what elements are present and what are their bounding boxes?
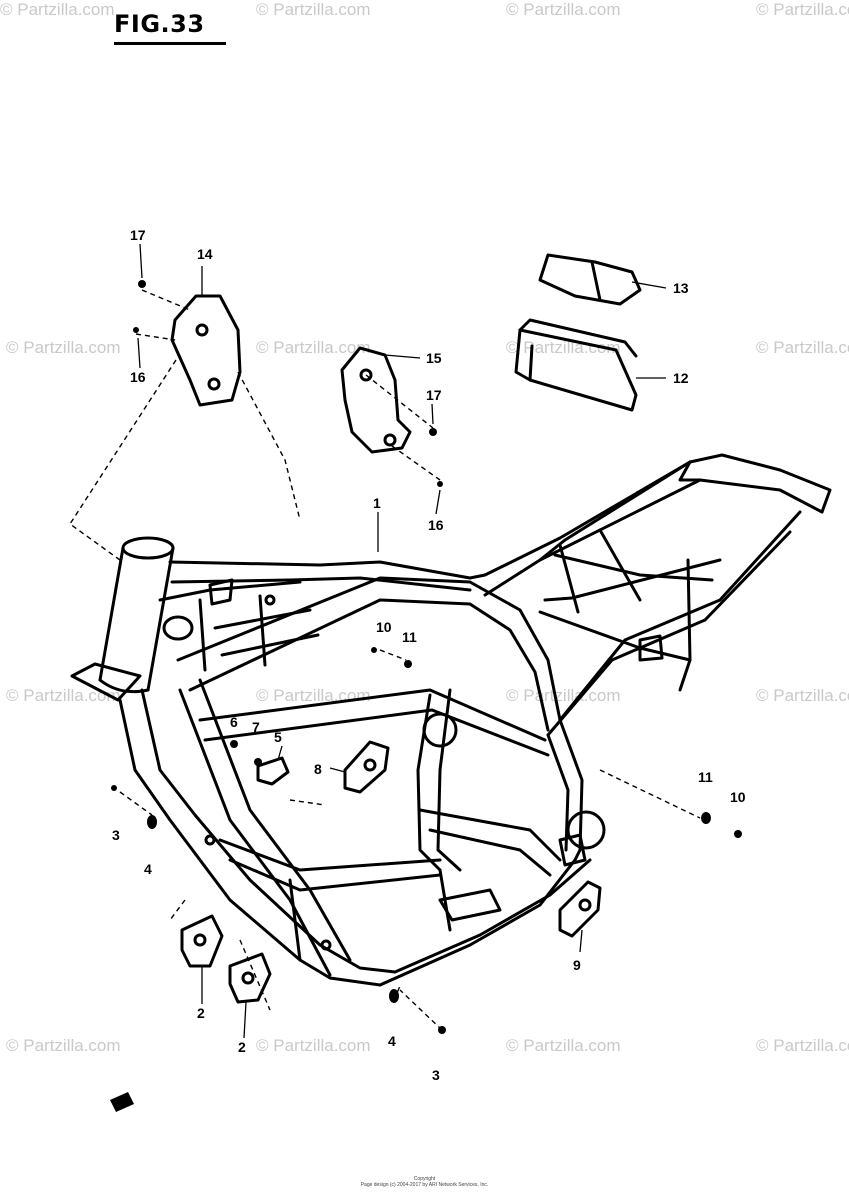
figure-title: FIG.33 bbox=[114, 10, 205, 38]
callout-10-left: 10 bbox=[376, 619, 392, 635]
callouts: 1 2 2 3 3 4 4 5 6 7 8 9 10 10 11 11 12 1… bbox=[112, 227, 746, 1083]
bolt-16-center bbox=[437, 481, 443, 487]
part-9-bracket bbox=[558, 880, 602, 938]
callout-15: 15 bbox=[426, 350, 442, 366]
callout-16-left: 16 bbox=[130, 369, 146, 385]
callout-1: 1 bbox=[373, 495, 381, 511]
main-frame-top-rails bbox=[158, 453, 832, 737]
callout-9: 9 bbox=[573, 957, 581, 973]
watermark: © Partzilla.com bbox=[756, 1036, 849, 1055]
footer-copyright: Copyright Page design (c) 2004-2017 by A… bbox=[0, 1176, 849, 1188]
part-12-box bbox=[514, 318, 638, 412]
watermark: © Partzilla.com bbox=[506, 338, 621, 357]
front-down-tubes-and-cradle bbox=[118, 678, 592, 987]
part-2-plate-upper bbox=[180, 914, 224, 968]
bolt-16-upper-left bbox=[133, 327, 139, 333]
callout-5: 5 bbox=[274, 729, 282, 745]
callout-13: 13 bbox=[673, 280, 689, 296]
footer-line-1: Copyright bbox=[413, 1176, 436, 1182]
watermark: © Partzilla.com bbox=[6, 686, 121, 705]
bolt-3-upper bbox=[111, 785, 117, 791]
callout-7: 7 bbox=[252, 719, 260, 735]
watermark: © Partzilla.com bbox=[506, 1036, 621, 1055]
part-13-cover bbox=[538, 253, 642, 306]
callout-6: 6 bbox=[230, 714, 238, 730]
watermark: © Partzilla.com bbox=[756, 686, 849, 705]
washer-11-right bbox=[701, 812, 711, 824]
part-15-bracket bbox=[340, 346, 412, 454]
part-8-bracket bbox=[343, 740, 390, 794]
washer-7 bbox=[254, 758, 262, 766]
bolt-10-right bbox=[734, 830, 742, 838]
washer-11-left bbox=[404, 660, 412, 668]
leader-lines bbox=[69, 289, 701, 1031]
watermark: © Partzilla.com bbox=[0, 0, 115, 19]
callout-3-upper: 3 bbox=[112, 827, 120, 843]
fasteners bbox=[110, 280, 742, 1112]
watermark: © Partzilla.com bbox=[256, 1036, 371, 1055]
callout-11-left: 11 bbox=[402, 629, 417, 645]
nut-17-center bbox=[429, 428, 437, 436]
watermark: © Partzilla.com bbox=[6, 1036, 121, 1055]
watermark: © Partzilla.com bbox=[756, 0, 849, 19]
callout-10-right: 10 bbox=[730, 789, 746, 805]
watermark: © Partzilla.com bbox=[756, 338, 849, 357]
spacer-4-lower bbox=[389, 989, 399, 1003]
fwd-arrow-icon bbox=[110, 1092, 134, 1112]
spacer-4-upper bbox=[147, 815, 157, 829]
watermark: © Partzilla.com bbox=[6, 338, 121, 357]
callout-12: 12 bbox=[673, 370, 689, 386]
bolt-10-left bbox=[371, 647, 377, 653]
steering-head-tube bbox=[70, 536, 175, 702]
callout-17-left: 17 bbox=[130, 227, 146, 243]
callout-3-lower: 3 bbox=[432, 1067, 440, 1083]
callout-leaders bbox=[137, 243, 667, 1039]
figure-title-underline bbox=[114, 42, 226, 45]
watermark: © Partzilla.com bbox=[506, 686, 621, 705]
callout-2-upper: 2 bbox=[197, 1005, 205, 1021]
callout-4-lower: 4 bbox=[388, 1033, 396, 1049]
watermark: © Partzilla.com bbox=[256, 0, 371, 19]
frame-brackets bbox=[162, 578, 664, 951]
part-5-bracket bbox=[256, 756, 290, 786]
bolt-6 bbox=[230, 740, 238, 748]
callout-2-lower: 2 bbox=[238, 1039, 246, 1055]
watermark: © Partzilla.com bbox=[506, 0, 621, 19]
callout-8: 8 bbox=[314, 761, 322, 777]
nut-17-upper-left bbox=[138, 280, 146, 288]
watermark: © Partzilla.com bbox=[256, 338, 371, 357]
footer-line-2: Page design (c) 2004-2017 by ARI Network… bbox=[360, 1182, 489, 1188]
part-2-plate-lower bbox=[228, 952, 272, 1004]
part-14-cover-plate bbox=[170, 294, 242, 407]
callout-14: 14 bbox=[197, 246, 213, 262]
callout-17-center: 17 bbox=[426, 387, 442, 403]
callout-4-upper: 4 bbox=[144, 861, 152, 877]
callout-11-right: 11 bbox=[698, 769, 713, 785]
callout-16-center: 16 bbox=[428, 517, 444, 533]
